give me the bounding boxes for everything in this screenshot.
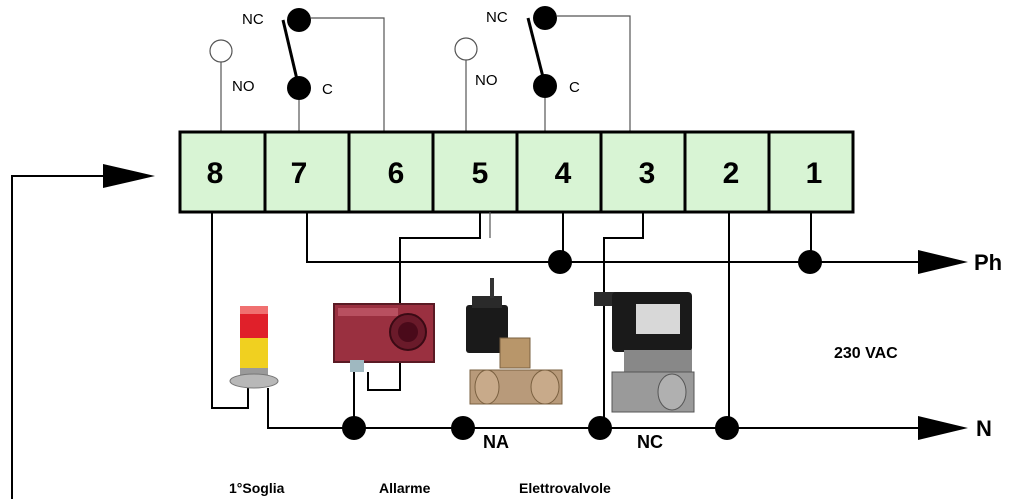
relay-2-nc-label: NC <box>486 9 508 26</box>
input-arrow-icon <box>103 164 155 188</box>
relay-2-switch-blade <box>526 17 547 86</box>
terminal-block: 8 7 6 5 4 3 2 1 <box>178 130 855 214</box>
relay-2-c-contact <box>533 74 557 98</box>
terminal-5-label: 5 <box>472 157 489 190</box>
alarm-wire <box>367 212 481 391</box>
valve-na-label: NA <box>483 432 509 452</box>
terminal-3-label: 3 <box>639 157 656 190</box>
relay-2-c-label: C <box>569 79 580 96</box>
relay-2-no-contact <box>454 37 478 61</box>
threshold-wire <box>211 212 249 409</box>
valve-nc-label: NC <box>637 432 663 452</box>
valve-na-icon <box>466 278 563 405</box>
relay-1-nc-contact <box>287 8 311 32</box>
alarm-siren-icon <box>333 303 435 372</box>
relay-2-no-label: NO <box>475 72 498 89</box>
terminal-4-label: 4 <box>555 157 572 190</box>
phase-bus: Ph <box>306 212 1002 275</box>
caption-threshold: 1°Soglia <box>229 480 285 496</box>
terminal-2 <box>683 130 771 214</box>
terminal-1 <box>767 130 855 214</box>
relay-1-no-label: NO <box>232 78 255 95</box>
valve-nc-icon <box>594 292 695 413</box>
relay-2-nc-contact <box>533 6 557 30</box>
relay-1-nc-label: NC <box>242 11 264 28</box>
relay-2: NC NO C <box>454 6 631 132</box>
input-line <box>11 164 155 499</box>
caption-alarm: Allarme <box>379 480 431 496</box>
terminal-8 <box>178 130 267 214</box>
terminal-2-label: 2 <box>723 157 740 190</box>
relay-1: NC NO C <box>209 8 385 132</box>
neutral-arrow-icon <box>918 416 968 440</box>
relay-1-c-contact <box>287 76 311 100</box>
signal-lamp-icon <box>229 306 279 389</box>
terminal-8-label: 8 <box>207 157 224 190</box>
relay-1-c-label: C <box>322 81 333 98</box>
relay-1-no-contact <box>209 39 233 63</box>
neutral-label: N <box>976 416 992 441</box>
terminal-1-label: 1 <box>806 157 823 190</box>
phase-arrow-icon <box>918 250 968 274</box>
terminal-5 <box>431 130 519 214</box>
terminal-3 <box>599 130 687 214</box>
voltage-label: 230 VAC <box>834 345 898 362</box>
valve-nc-wire <box>603 212 644 428</box>
terminal-7-label: 7 <box>291 157 308 190</box>
terminal-4 <box>515 130 603 214</box>
caption-valves: Elettrovalvole <box>519 480 611 496</box>
phase-label: Ph <box>974 250 1002 275</box>
terminal-6-label: 6 <box>388 157 405 190</box>
